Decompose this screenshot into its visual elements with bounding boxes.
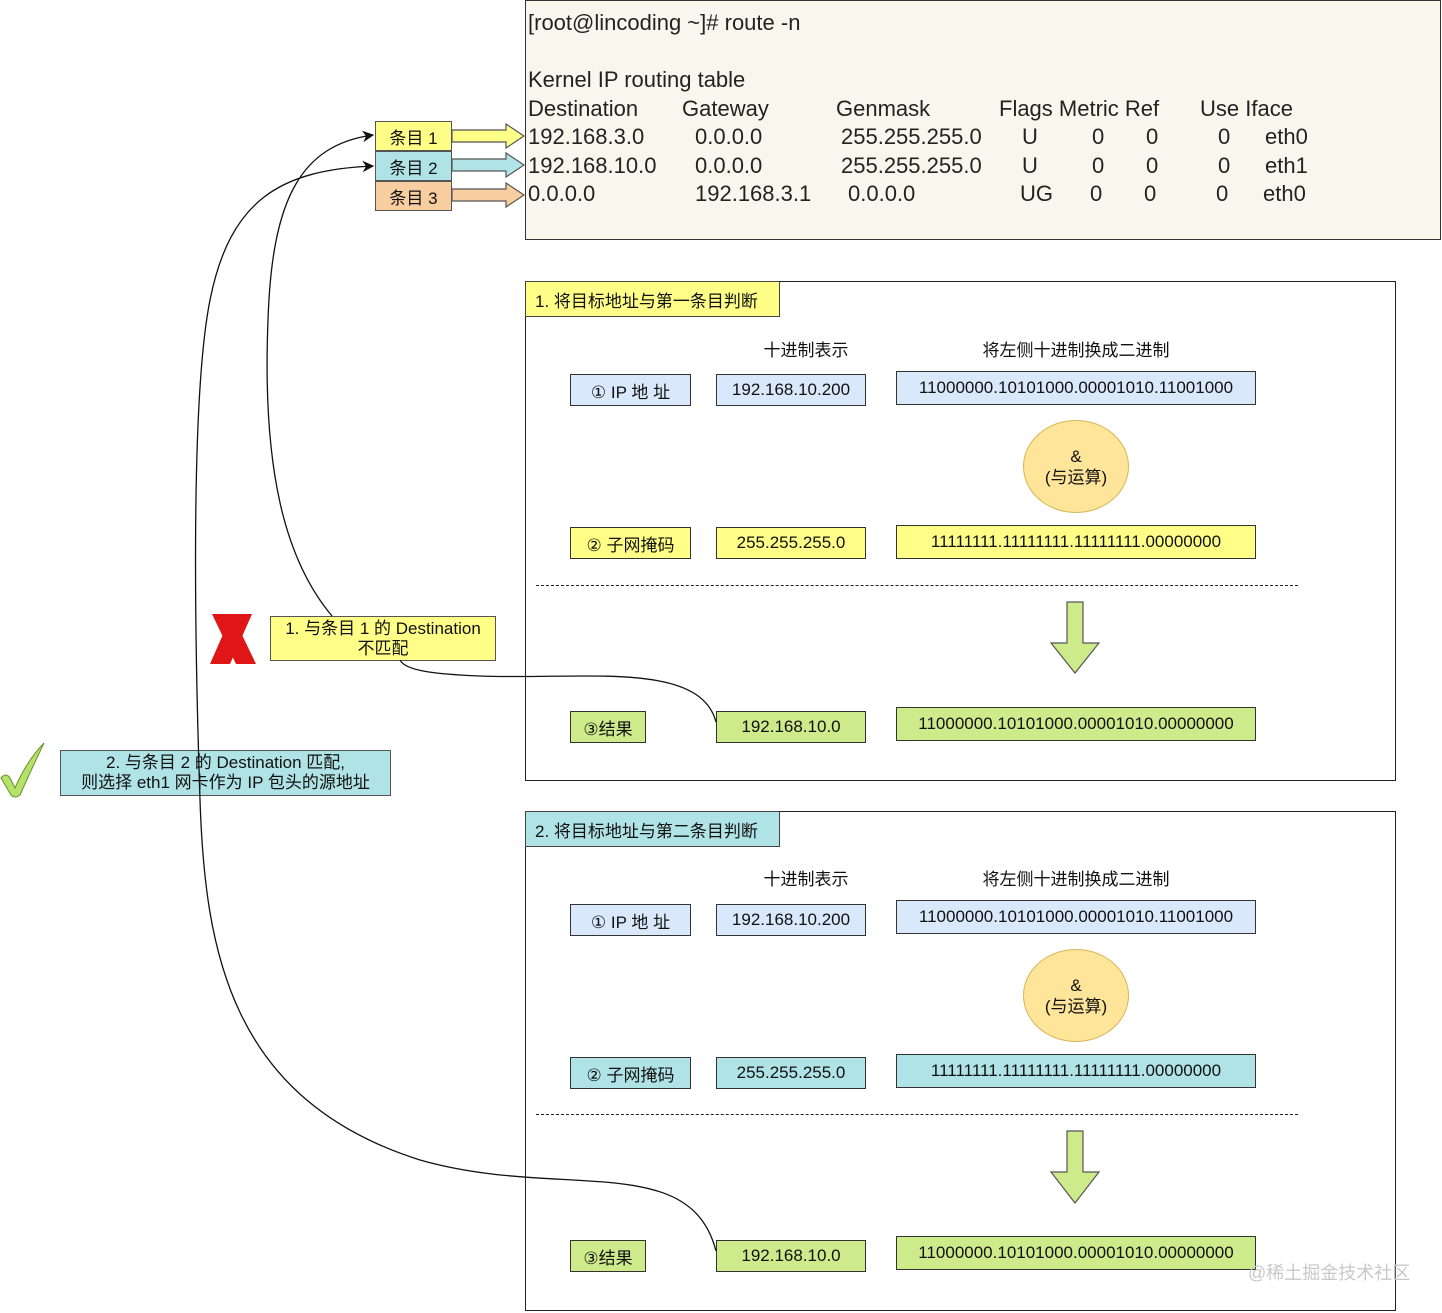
panel-1-col-decimal: 十进制表示 <box>763 341 849 360</box>
panel-1-divider <box>536 585 1298 586</box>
entry-2-arrow <box>451 151 526 179</box>
panel-2-col-binary: 将左侧十进制换成二进制 <box>982 870 1170 889</box>
routing-table-title: Kernel IP routing table <box>528 67 746 92</box>
terminal-window: [root@lincoding ~]# route -n Kernel IP r… <box>525 0 1441 240</box>
row1-iface: eth0 <box>1265 124 1308 149</box>
and-label: (与运算) <box>1044 467 1108 487</box>
and-symbol: & <box>1070 446 1082 466</box>
row3-ref: 0 <box>1144 181 1157 206</box>
cross-icon <box>210 614 256 664</box>
panel-2-result-decimal: 192.168.10.0 <box>716 1240 866 1272</box>
row3-use: 0 <box>1216 181 1229 206</box>
entry-3-arrow <box>451 181 526 209</box>
panel-2-result-label: ③结果 <box>570 1240 646 1272</box>
panel-2-ip-binary: 11000000.10101000.00001010.11001000 <box>896 900 1256 934</box>
entry-tag-2: 条目 2 <box>375 151 452 181</box>
row1-metric: 0 <box>1092 124 1105 149</box>
row2-use: 0 <box>1218 153 1231 178</box>
match-note: 2. 与条目 2 的 Destination 匹配, 则选择 eth1 网卡作为… <box>60 750 391 796</box>
panel-1-title: 1. 将目标地址与第一条目判断 <box>525 281 780 317</box>
panel-1-and-operator: & (与运算) <box>1023 420 1129 513</box>
entry-tag-1: 条目 1 <box>375 121 452 151</box>
row1-genmask: 255.255.255.0 <box>841 124 982 149</box>
mismatch-note-line1: 1. 与条目 1 的 Destination <box>285 618 481 638</box>
panel-1-mask-decimal: 255.255.255.0 <box>716 527 866 559</box>
mismatch-note-line2: 不匹配 <box>357 638 409 658</box>
row3-destination: 0.0.0.0 <box>528 181 596 206</box>
row3-genmask: 0.0.0.0 <box>848 181 916 206</box>
checkmark-icon <box>0 742 45 798</box>
panel-1-mask-binary: 11111111.11111111.11111111.00000000 <box>896 525 1256 559</box>
row1-use: 0 <box>1218 124 1231 149</box>
watermark: @稀土掘金技术社区 <box>1248 1263 1411 1283</box>
row2-flags: U <box>1022 153 1038 178</box>
row1-destination: 192.168.3.0 <box>528 124 645 149</box>
result-2-to-entry-2-connector <box>194 160 717 1252</box>
header-destination: Destination <box>528 96 639 121</box>
row2-genmask: 255.255.255.0 <box>841 153 982 178</box>
panel-2-divider <box>536 1114 1298 1115</box>
header-use-iface: Use Iface <box>1200 96 1293 121</box>
panel-1-result-label: ③结果 <box>570 711 646 743</box>
panel-1-result-binary: 11000000.10101000.00001010.00000000 <box>896 707 1256 741</box>
panel-1-result-decimal: 192.168.10.0 <box>716 711 866 743</box>
row2-iface: eth1 <box>1265 153 1308 178</box>
and-label: (与运算) <box>1044 996 1108 1016</box>
header-flags-metric-ref: Flags Metric Ref <box>999 96 1160 121</box>
row3-iface: eth0 <box>1263 181 1306 206</box>
match-note-line2: 则选择 eth1 网卡作为 IP 包头的源地址 <box>81 773 370 792</box>
panel-1-mask-label: ② 子网掩码 <box>570 527 691 559</box>
entry-1-arrow <box>451 122 526 150</box>
row2-gateway: 0.0.0.0 <box>695 153 763 178</box>
panel-2-mask-decimal: 255.255.255.0 <box>716 1057 866 1089</box>
match-note-line1: 2. 与条目 2 的 Destination 匹配, <box>105 753 346 772</box>
row1-ref: 0 <box>1146 124 1159 149</box>
row1-flags: U <box>1022 124 1038 149</box>
panel-1-col-binary: 将左侧十进制换成二进制 <box>982 341 1170 360</box>
row3-metric: 0 <box>1090 181 1103 206</box>
panel-1-down-arrow <box>1049 601 1101 674</box>
row3-gateway: 192.168.3.1 <box>695 181 812 206</box>
panel-2-col-decimal: 十进制表示 <box>763 870 849 889</box>
panel-2-ip-decimal: 192.168.10.200 <box>716 904 866 936</box>
and-symbol: & <box>1070 975 1082 995</box>
row2-destination: 192.168.10.0 <box>528 153 657 178</box>
panel-1-ip-binary: 11000000.10101000.00001010.11001000 <box>896 371 1256 405</box>
row2-metric: 0 <box>1092 153 1105 178</box>
panel-2-and-operator: & (与运算) <box>1023 949 1129 1042</box>
row3-flags: UG <box>1020 181 1053 206</box>
panel-1-ip-decimal: 192.168.10.200 <box>716 374 866 406</box>
header-gateway: Gateway <box>682 96 769 121</box>
row2-ref: 0 <box>1146 153 1159 178</box>
result-1-to-mismatch-note <box>399 659 717 723</box>
panel-2-result-binary: 11000000.10101000.00001010.00000000 <box>896 1236 1256 1270</box>
header-genmask: Genmask <box>836 96 931 121</box>
panel-2-mask-binary: 11111111.11111111.11111111.00000000 <box>896 1054 1256 1088</box>
panel-2-down-arrow <box>1049 1130 1101 1204</box>
panel-1-ip-label: ① IP 地 址 <box>570 374 691 406</box>
panel-2-title: 2. 将目标地址与第二条目判断 <box>525 811 780 847</box>
terminal-prompt: [root@lincoding ~]# route -n <box>528 10 801 35</box>
mismatch-note: 1. 与条目 1 的 Destination 不匹配 <box>270 616 496 661</box>
mismatch-to-entry-1-connector <box>266 130 375 617</box>
panel-2-ip-label: ① IP 地 址 <box>570 904 691 936</box>
row1-gateway: 0.0.0.0 <box>695 124 763 149</box>
panel-2-mask-label: ② 子网掩码 <box>570 1057 691 1089</box>
